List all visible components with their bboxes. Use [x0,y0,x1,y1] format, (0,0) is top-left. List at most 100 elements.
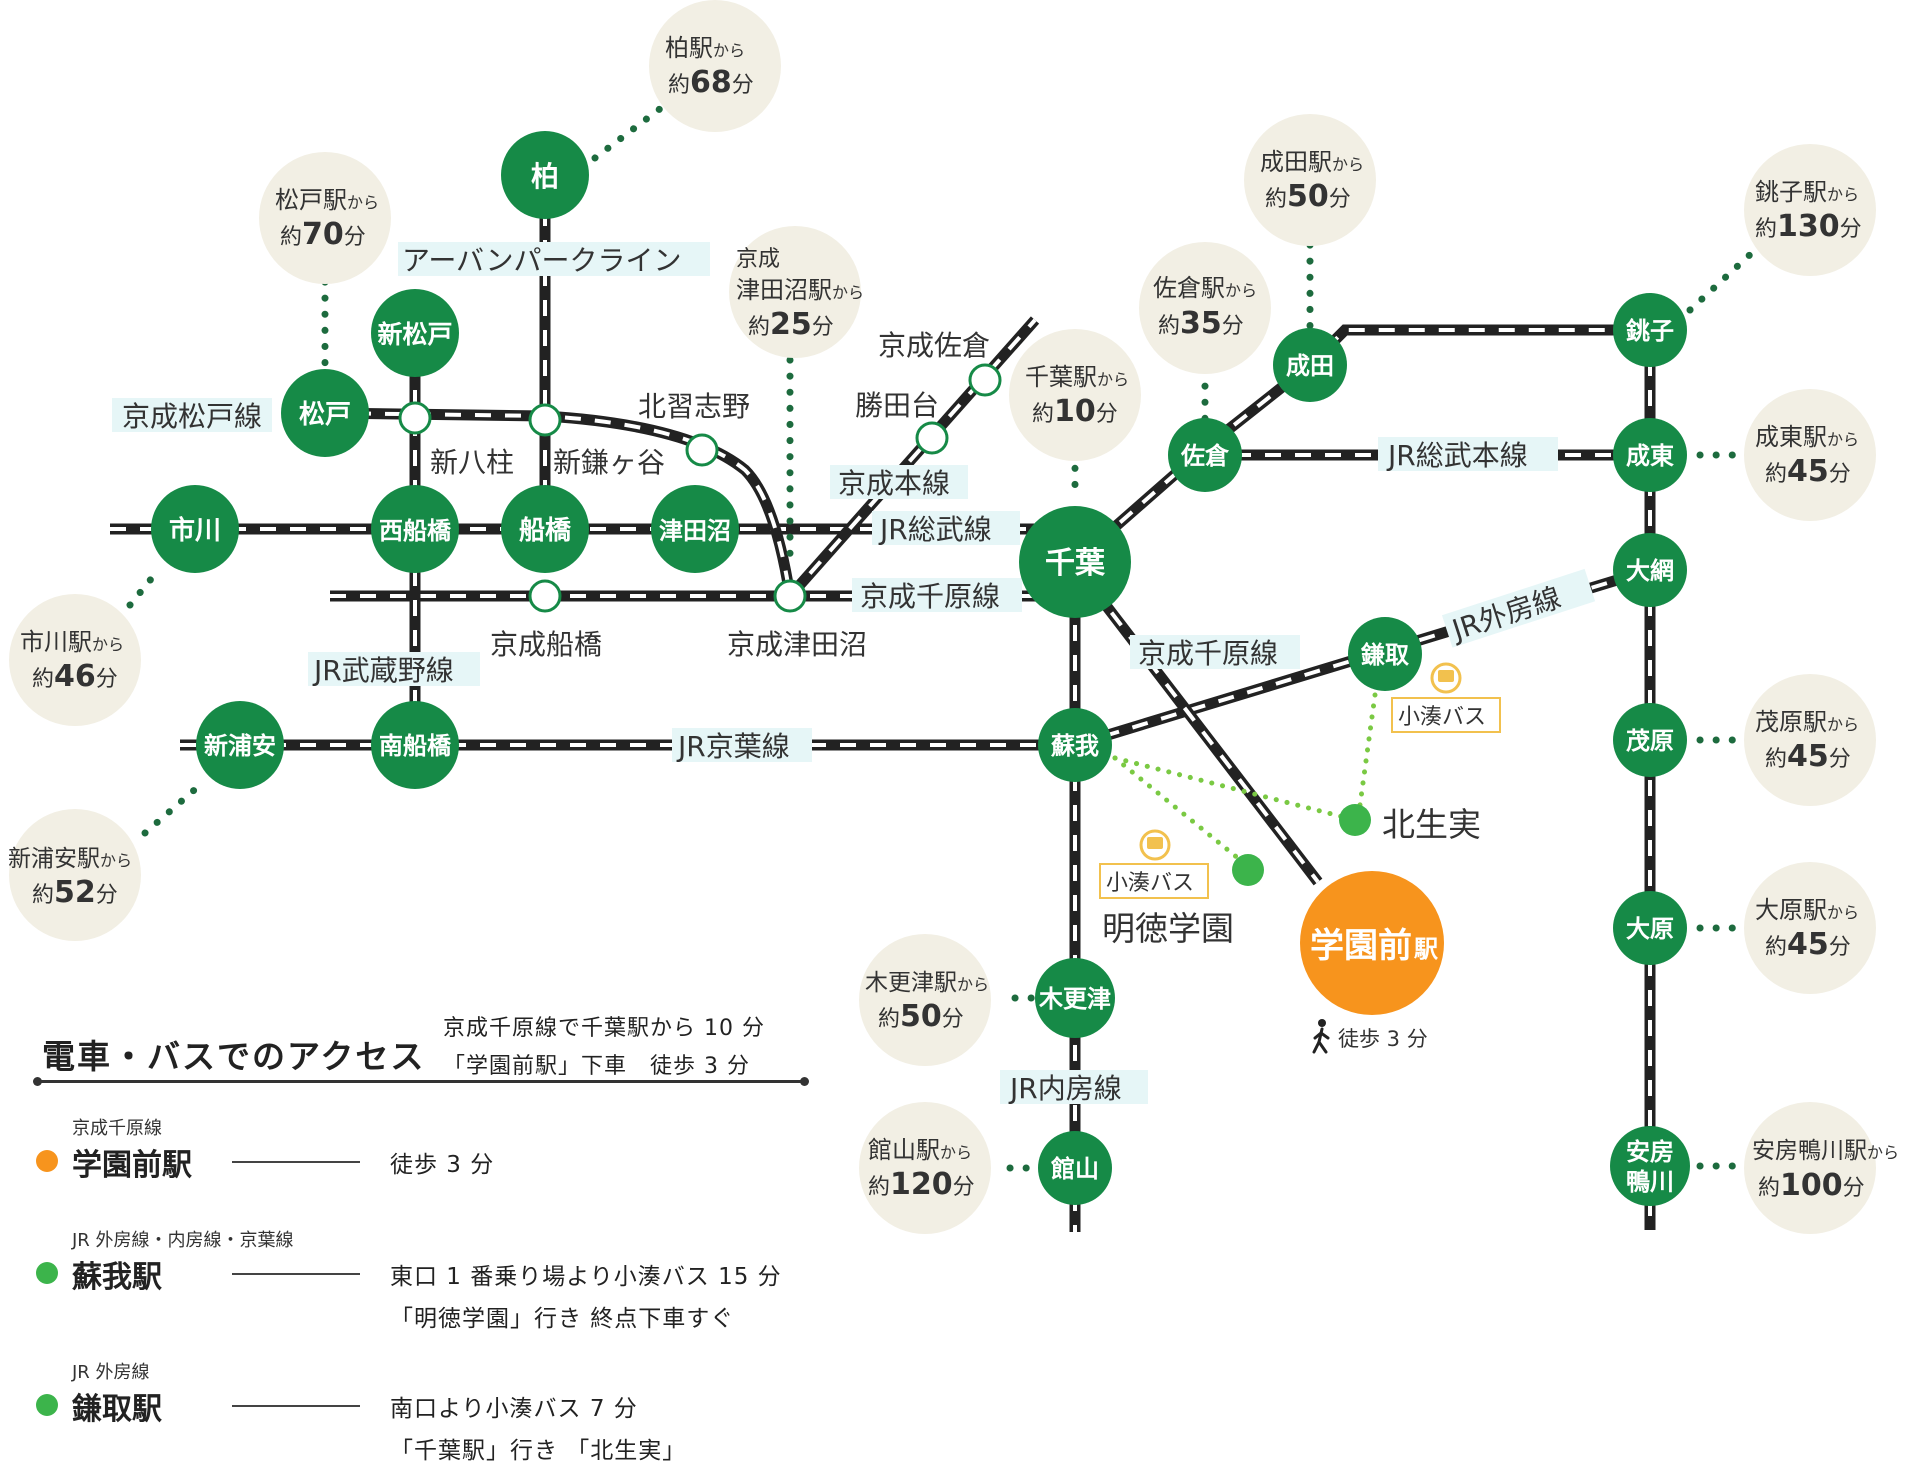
svg-text:千葉駅から: 千葉駅から [1025,363,1129,391]
bubble-sakura: 佐倉駅から 約35分 [1139,242,1271,374]
station-tateyama: 館山 [1038,1131,1112,1205]
station-mobara: 茂原 [1613,703,1687,777]
svg-text:安房鴨川駅から: 安房鴨川駅から [1752,1138,1899,1164]
svg-text:約25分: 約25分 [748,307,834,342]
line-labels: アーバンパークライン 京成松戸線 京成本線 JR総武線 京成千原線 京成千原線 … [112,242,1596,1105]
bubble-narita: 成田駅から 約50分 [1244,114,1376,246]
station-naruto: 成東 [1613,418,1687,492]
svg-text:佐倉: 佐倉 [1180,442,1230,470]
station-matsudo: 松戸 [281,369,369,457]
svg-text:約10分: 約10分 [1032,394,1118,429]
bubble-chiba: 千葉駅から 約10分 [1009,329,1141,461]
station-soga: 蘇我 [1038,708,1112,782]
svg-text:津田沼: 津田沼 [659,517,731,545]
label-keisei-sakura: 京成佐倉 [878,329,990,362]
svg-text:木更津駅から: 木更津駅から [865,970,989,996]
bubble-ichikawa: 市川駅から 約46分 [9,594,141,726]
legend-note-1: 京成千原線で千葉駅から 10 分 [443,1016,765,1041]
svg-text:新浦安: 新浦安 [204,732,276,760]
label-jr-sobu-main: JR総武本線 [1386,439,1528,472]
legend-note-2: 「学園前駅」下車 徒歩 3 分 [443,1054,750,1079]
svg-text:駅: 駅 [1414,935,1438,963]
station-narita: 成田 [1273,328,1347,402]
svg-text:約45分: 約45分 [1765,454,1851,489]
svg-text:蘇我: 蘇我 [1051,732,1099,760]
legend-desc-2: 「明徳学園」行き 終点下車すぐ [390,1306,735,1332]
bus-stop-kita-ubumi [1339,804,1371,836]
label-keisei-matsudo: 京成松戸線 [122,400,262,433]
legend-dot-green [36,1394,58,1416]
bubble-choshi: 銚子駅から 約130分 [1744,144,1876,276]
svg-text:南船橋: 南船橋 [379,732,452,760]
svg-text:成田駅から: 成田駅から [1260,148,1364,176]
rail-keisei-chihara-diagonal [1070,561,1323,886]
svg-text:大原駅から: 大原駅から [1755,896,1859,924]
svg-text:成東駅から: 成東駅から [1755,423,1859,451]
bubble-kashiwa: 柏駅から 約68分 [649,0,781,132]
label-keisei-funabashi: 京成船橋 [490,628,602,661]
label-meitoku-gakuen: 明徳学園 [1102,909,1234,948]
station-shin-matsudo: 新松戸 [371,289,459,377]
station-marker-keisei-sakura [968,363,1002,397]
svg-text:銚子駅から: 銚子駅から [1755,178,1859,206]
rail-jr-narita [1071,324,1650,567]
small-station-labels: 新八柱 新鎌ヶ谷 北習志野 勝田台 京成佐倉 京成船橋 京成津田沼 [430,329,990,661]
legend-station: 鎌取駅 [72,1392,162,1427]
bus-badge-2: 小湊バス [1099,829,1209,899]
bubble-matsudo: 松戸駅から 約70分 [259,152,391,284]
station-nishi-funabashi: 西船橋 [371,485,459,573]
svg-text:茂原駅から: 茂原駅から [1755,708,1859,736]
svg-text:銚子: 銚子 [1626,317,1674,345]
svg-text:安房: 安房 [1626,1138,1674,1166]
station-marker-keisei-tsudanuma [773,579,807,613]
station-kamatori: 鎌取 [1348,617,1422,691]
label-kita-ubumi: 北生実 [1382,805,1481,844]
svg-text:鴨川: 鴨川 [1626,1168,1674,1196]
svg-text:約50分: 約50分 [878,999,964,1034]
time-bubbles: 柏駅から 約68分 松戸駅から 約70分 京成 津田沼駅から 約25分 千葉駅か… [8,0,1899,1234]
station-awa-kamogawa: 安房 鴨川 [1610,1126,1690,1206]
svg-text:市川駅から: 市川駅から [20,628,124,656]
legend-title: 電車・バスでのアクセス [42,1037,426,1076]
svg-text:約46分: 約46分 [32,659,118,694]
svg-text:約35分: 約35分 [1158,306,1244,341]
svg-text:成東: 成東 [1626,442,1674,470]
small-stations [398,363,1002,613]
bus-stops: 北生実 明徳学園 [1102,804,1481,948]
legend-connector [232,1273,360,1275]
legend-dot-orange [36,1150,58,1172]
svg-text:約45分: 約45分 [1765,927,1851,962]
bus-badge-1: 小湊バス [1391,662,1501,733]
svg-text:館山: 館山 [1051,1155,1099,1183]
bubble-naruto: 成東駅から 約45分 [1744,389,1876,521]
svg-text:新浦安駅から: 新浦安駅から [8,846,132,872]
svg-text:佐倉駅から: 佐倉駅から [1153,274,1257,302]
station-funabashi: 船橋 [501,485,589,573]
bus-stop-meitoku-gakuen [1232,854,1264,886]
green-stations: 柏 新松戸 松戸 市川 西船橋 船橋 津田沼 千葉 佐倉 成田 銚子 成東 大網… [151,131,1690,1206]
station-ichikawa: 市川 [151,485,239,573]
bus-label-kominato-2: 小湊バス [1106,871,1194,896]
svg-text:京成: 京成 [736,247,780,272]
bubble-kisarazu: 木更津駅から 約50分 [859,934,991,1066]
bus-routes [1112,692,1378,871]
station-chiba: 千葉 [1019,506,1131,618]
bus-label-kominato-1: 小湊バス [1398,705,1486,730]
svg-text:約68分: 約68分 [668,65,754,100]
svg-text:市川: 市川 [169,515,221,546]
rail-keisei-matsudo [324,407,796,597]
label-jr-uchibo: JR内房線 [1008,1072,1122,1105]
svg-text:船橋: 船橋 [519,515,572,546]
station-oami: 大網 [1613,533,1687,607]
walking-person-icon [1312,1019,1330,1054]
svg-text:約50分: 約50分 [1265,179,1351,214]
legend-station: 学園前駅 [72,1148,192,1183]
svg-text:成田: 成田 [1286,352,1334,380]
bubble-tsudanuma: 京成 津田沼駅から 約25分 [729,226,864,358]
label-jr-sotobo: JR外房線 [1446,581,1564,648]
station-gakuenmae[interactable]: 学園前 駅 [1300,871,1444,1015]
label-keisei-tsudanuma: 京成津田沼 [727,628,867,661]
rail-keisei-main [785,316,1040,600]
